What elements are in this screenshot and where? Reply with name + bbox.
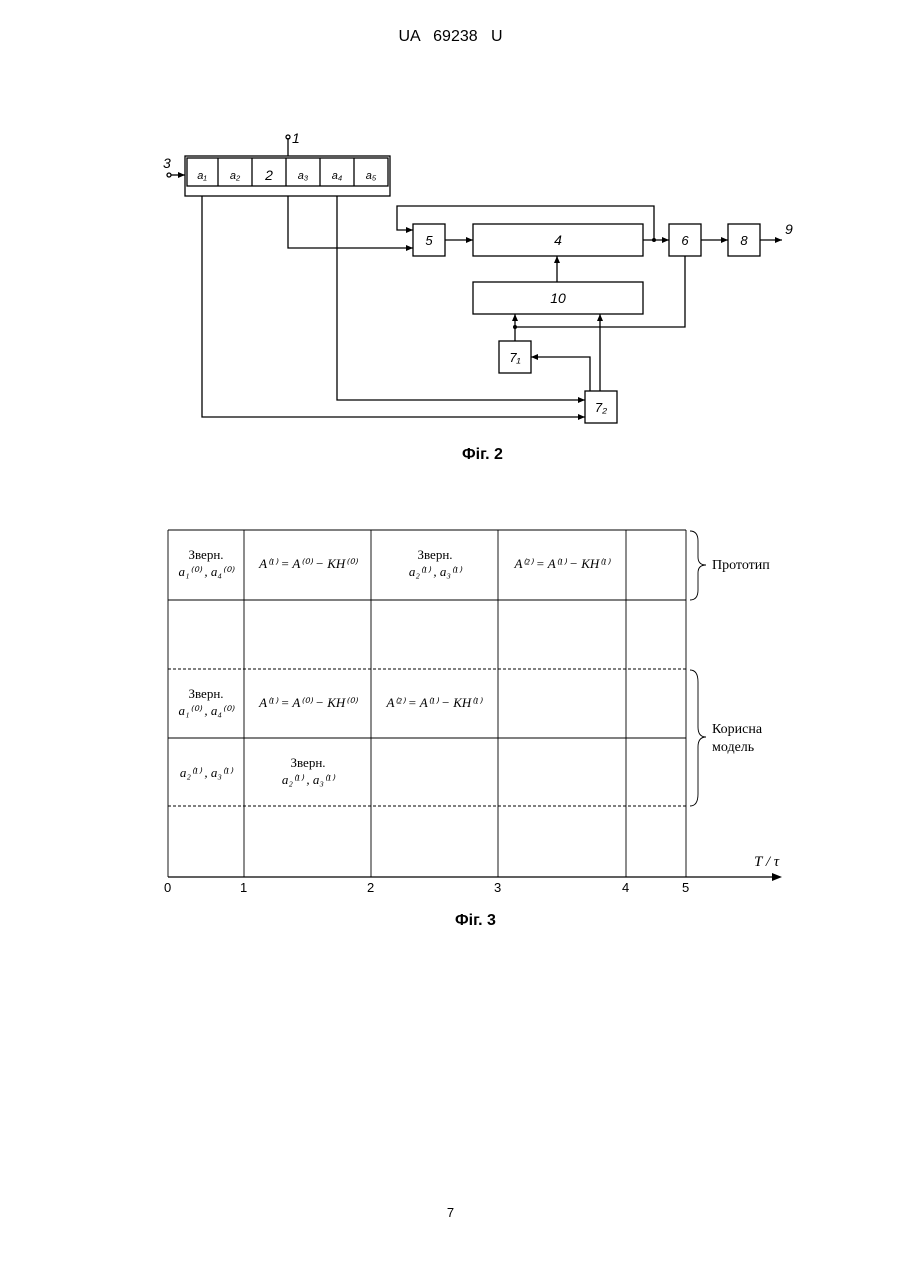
model-cell-formula-2: A⁽²⁾ = A⁽¹⁾ − KH⁽¹⁾: [372, 694, 496, 711]
model-cell-verify-1: Зверн. a₁⁽⁰⁾ , a₄⁽⁰⁾: [170, 685, 242, 719]
tick-0: 0: [164, 880, 171, 895]
model-cell-values: a₂⁽¹⁾ , a₃⁽¹⁾: [170, 764, 242, 781]
tick-2: 2: [367, 880, 374, 895]
brace-label-model: Корисна модель: [712, 721, 762, 757]
fig3-caption: Фіг. 3: [455, 912, 496, 930]
tick-3: 3: [494, 880, 501, 895]
proto-cell-verify-1: Зверн. a₁⁽⁰⁾ , a₄⁽⁰⁾: [170, 546, 242, 580]
model-cell-verify-2: Зверн. a₂⁽¹⁾ , a₃⁽¹⁾: [246, 754, 370, 788]
tick-5: 5: [682, 880, 689, 895]
brace-label-prototype: Прототип: [712, 558, 770, 574]
tick-4: 4: [622, 880, 629, 895]
proto-cell-formula-2: A⁽²⁾ = A⁽¹⁾ − KH⁽¹⁾: [500, 555, 624, 572]
proto-cell-formula-1: A⁽¹⁾ = A⁽⁰⁾ − KH⁽⁰⁾: [246, 555, 370, 572]
page-number: 7: [0, 1205, 901, 1220]
proto-cell-verify-2: Зверн. a₂⁽¹⁾ , a₃⁽¹⁾: [373, 546, 497, 580]
model-cell-formula-1: A⁽¹⁾ = A⁽⁰⁾ − KH⁽⁰⁾: [246, 694, 370, 711]
tick-1: 1: [240, 880, 247, 895]
axis-label: T / τ: [754, 854, 780, 870]
